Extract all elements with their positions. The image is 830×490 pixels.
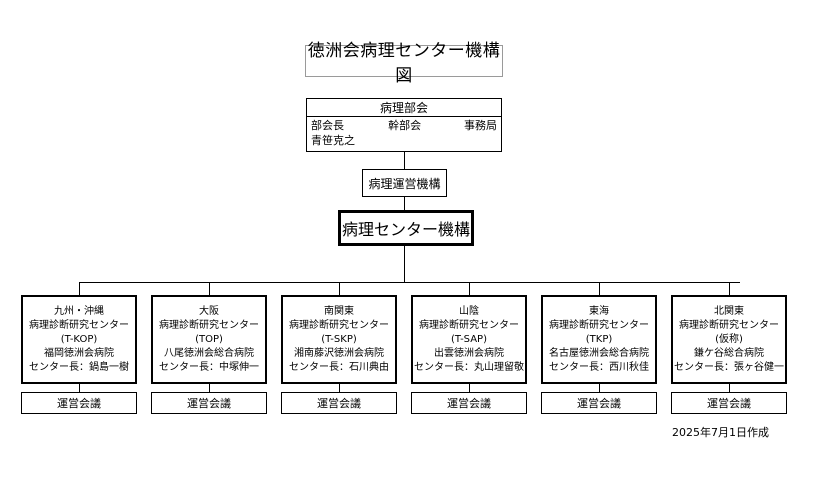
meeting-2-label: 運営会議 xyxy=(187,397,231,410)
connector-bus-drop-3 xyxy=(339,282,340,295)
division-chair-name: 青笹克之 xyxy=(311,134,355,147)
node-meeting-2: 運営会議 xyxy=(151,392,267,414)
region-2-area: 大阪 xyxy=(199,305,219,317)
division-chair-label: 部会長 xyxy=(311,119,344,132)
region-3-code: (T-SKP) xyxy=(321,333,357,345)
region-4-code: (T-SAP) xyxy=(450,333,487,345)
connector-center-to-bus xyxy=(404,246,405,282)
connector-region-4-to-meeting xyxy=(469,384,470,392)
node-region-2: 大阪 病理診断研究センター (TOP) 八尾徳洲会総合病院 センター長：中塚伸一 xyxy=(151,295,267,384)
meeting-1-label: 運営会議 xyxy=(57,397,101,410)
node-meeting-6: 運営会議 xyxy=(671,392,787,414)
region-2-code: (TOP) xyxy=(195,333,223,345)
region-5-code: (TKP) xyxy=(585,333,613,345)
region-6-area: 北関東 xyxy=(714,305,744,317)
node-meeting-1: 運営会議 xyxy=(21,392,137,414)
node-pathology-management: 病理運営機構 xyxy=(362,169,447,197)
region-4-area: 山陰 xyxy=(459,305,479,317)
node-meeting-4: 運営会議 xyxy=(411,392,527,414)
node-pathology-division-header: 病理部会 xyxy=(307,99,501,117)
region-1-area: 九州・沖縄 xyxy=(54,305,104,317)
node-pathology-division: 病理部会 部会長 幹部会 事務局 青笹克之 xyxy=(306,98,502,152)
node-meeting-3: 運営会議 xyxy=(281,392,397,414)
connector-horizontal-bus xyxy=(79,282,740,283)
region-5-area: 東海 xyxy=(589,305,609,317)
connector-division-to-management xyxy=(404,152,405,169)
connector-bus-drop-4 xyxy=(469,282,470,295)
division-secretariat-label: 事務局 xyxy=(464,119,497,132)
connector-region-3-to-meeting xyxy=(339,384,340,392)
created-date: 2025年7月1日作成 xyxy=(672,426,769,439)
node-pathology-management-label: 病理運営機構 xyxy=(368,176,441,191)
region-6-hospital: 鎌ケ谷総合病院 xyxy=(694,347,764,359)
region-6-center: 病理診断研究センター xyxy=(679,319,779,331)
region-1-director: センター長：鍋島一樹 xyxy=(29,361,129,373)
node-region-6: 北関東 病理診断研究センター (仮称) 鎌ケ谷総合病院 センター長：張ヶ谷健一 xyxy=(671,295,787,384)
connector-management-to-center xyxy=(404,197,405,210)
region-2-center: 病理診断研究センター xyxy=(159,319,259,331)
node-region-4: 山陰 病理診断研究センター (T-SAP) 出雲徳洲会病院 センター長：丸山理留… xyxy=(411,295,527,384)
chart-title-box: 徳洲会病理センター機構図 xyxy=(305,41,503,86)
region-3-director: センター長：石川典由 xyxy=(289,361,389,373)
meeting-6-label: 運営会議 xyxy=(707,397,751,410)
connector-region-5-to-meeting xyxy=(599,384,600,392)
region-5-hospital: 名古屋徳洲会総合病院 xyxy=(549,347,649,359)
node-pathology-division-body: 部会長 幹部会 事務局 青笹克之 xyxy=(307,117,501,152)
region-5-center: 病理診断研究センター xyxy=(549,319,649,331)
connector-bus-drop-5 xyxy=(599,282,600,295)
node-pathology-center-org: 病理センター機構 xyxy=(338,210,474,246)
meeting-3-label: 運営会議 xyxy=(317,397,361,410)
connector-bus-drop-1 xyxy=(79,282,80,295)
node-pathology-center-org-label: 病理センター機構 xyxy=(341,220,470,239)
connector-region-2-to-meeting xyxy=(209,384,210,392)
connector-bus-drop-2 xyxy=(209,282,210,295)
region-3-center: 病理診断研究センター xyxy=(289,319,389,331)
node-region-3: 南関東 病理診断研究センター (T-SKP) 湘南藤沢徳洲会病院 センター長：石… xyxy=(281,295,397,384)
connector-bus-drop-6 xyxy=(729,282,730,295)
node-region-1: 九州・沖縄 病理診断研究センター (T-KOP) 福岡徳洲会病院 センター長：鍋… xyxy=(21,295,137,384)
region-4-director: センター長：丸山理留敬 xyxy=(414,361,524,373)
node-meeting-5: 運営会議 xyxy=(541,392,657,414)
region-2-director: センター長：中塚伸一 xyxy=(159,361,259,373)
division-role-row: 部会長 幹部会 事務局 xyxy=(307,117,501,133)
meeting-5-label: 運営会議 xyxy=(577,397,621,410)
region-3-area: 南関東 xyxy=(324,305,354,317)
region-4-center: 病理診断研究センター xyxy=(419,319,519,331)
region-3-hospital: 湘南藤沢徳洲会病院 xyxy=(294,347,384,359)
region-2-hospital: 八尾徳洲会総合病院 xyxy=(164,347,254,359)
region-4-hospital: 出雲徳洲会病院 xyxy=(434,347,504,359)
connector-region-6-to-meeting xyxy=(729,384,730,392)
page-title: 徳洲会病理センター機構図 xyxy=(307,41,501,86)
region-1-center: 病理診断研究センター xyxy=(29,319,129,331)
division-executive-label: 幹部会 xyxy=(388,119,422,132)
node-region-5: 東海 病理診断研究センター (TKP) 名古屋徳洲会総合病院 センター長：西川秋… xyxy=(541,295,657,384)
region-1-hospital: 福岡徳洲会病院 xyxy=(44,347,114,359)
region-1-code: (T-KOP) xyxy=(60,333,98,345)
meeting-4-label: 運営会議 xyxy=(447,397,491,410)
connector-region-1-to-meeting xyxy=(79,384,80,392)
region-6-director: センター長：張ヶ谷健一 xyxy=(674,361,784,373)
region-6-code: (仮称) xyxy=(715,333,743,345)
region-5-director: センター長：西川秋佳 xyxy=(549,361,649,373)
